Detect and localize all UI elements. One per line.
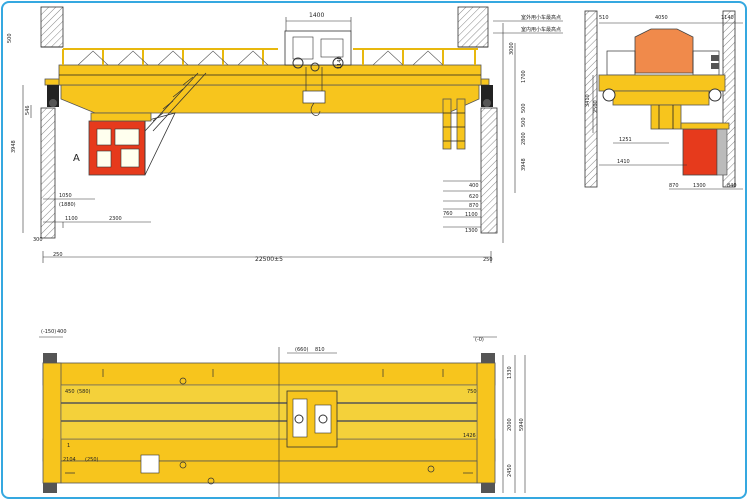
plan-view: (-150) 400 (-0) (660) 810 450 (580) 750 … <box>39 329 526 497</box>
hook-block <box>302 67 326 116</box>
dim-1880: (1880) <box>59 202 76 208</box>
girder-diaphragms <box>77 50 444 66</box>
right-wall-column <box>480 107 498 234</box>
plan-top-girder <box>42 362 496 386</box>
plan-wheel-tr <box>481 353 495 363</box>
side-dimension-lines <box>592 22 743 190</box>
plan-dim-450: 450 <box>65 389 75 395</box>
plan-bottom-girder <box>42 438 496 462</box>
left-wall-top <box>40 6 64 48</box>
dim-right-1700: 1700 <box>521 70 527 83</box>
dim-right-500b: 500 <box>521 117 527 127</box>
section-a-label: A <box>73 153 80 164</box>
dim-right-1100: 1100 <box>465 212 478 218</box>
span-label: 22500±5 <box>255 256 283 263</box>
plan-wheel-tl <box>43 353 57 363</box>
dim-right-2800: 2800 <box>521 132 527 145</box>
side-dim-1410: 1410 <box>617 159 630 165</box>
plan-dim-400: 400 <box>57 329 67 335</box>
dim-300: 300 <box>33 237 43 243</box>
right-wall-top <box>457 6 489 48</box>
left-wall-column <box>40 107 56 239</box>
side-cabin <box>682 128 718 176</box>
walkway-railing <box>62 48 478 65</box>
side-dim-3410: 3410 <box>585 94 591 107</box>
plan-walkway <box>60 460 478 484</box>
plan-dim-neg150: (-150) <box>41 329 56 335</box>
plan-dim-5940: 5940 <box>519 418 525 431</box>
plan-dim-580: (580) <box>77 389 90 395</box>
plan-symbols <box>65 369 473 485</box>
side-dim-1140: 1140 <box>721 15 734 21</box>
dim-right-870: 870 <box>469 203 479 209</box>
dim-right-500: 500 <box>521 103 527 113</box>
plan-cabin <box>140 454 160 474</box>
right-wheel <box>483 99 491 107</box>
right-ladder <box>442 98 466 150</box>
dim-right-760: 760 <box>443 211 453 217</box>
dim-right-620: 620 <box>469 194 479 200</box>
dim-right-3000: 3000 <box>509 42 515 55</box>
dim-left-height: 3948 <box>11 140 17 153</box>
dim-1050: 1050 <box>59 193 72 199</box>
plan-wheel-br <box>481 483 495 493</box>
dim-right-250: 250 <box>483 257 493 263</box>
drawing-canvas: 1400 室外用小车最高点 室内用小车最高点 500 546 3948 A 10… <box>7 6 743 497</box>
cabin-ladder <box>144 72 207 132</box>
plan-dim-750: 750 <box>467 389 477 395</box>
note-indoor-label: 室内用小车最高点 <box>521 26 561 33</box>
side-dim-870: 870 <box>669 183 679 189</box>
side-dim-840: 840 <box>727 183 737 189</box>
bridge-girder <box>60 84 480 114</box>
plan-dim-810: 810 <box>315 347 325 353</box>
plan-dim-1426: 1426 <box>463 433 476 439</box>
dim-left-top: 500 <box>7 33 13 43</box>
dim-right-1140: 1140 <box>337 56 343 69</box>
left-wheel <box>49 99 57 107</box>
side-girder-lower <box>612 90 710 106</box>
side-trolley-housing <box>634 28 694 74</box>
plan-wheel-bl <box>43 483 57 493</box>
dim-right-400: 400 <box>469 183 479 189</box>
cabin-hanger <box>90 112 152 122</box>
note-outdoor-label: 室外用小车最高点 <box>521 14 561 21</box>
side-view: 510 4050 1140 3410 2500 1251 1410 870 13… <box>584 10 743 190</box>
plan-dimension-lines <box>39 336 526 497</box>
side-girder <box>598 74 726 92</box>
plan-dim-2000: 2000 <box>507 418 513 431</box>
plan-dim-neg0: (-0) <box>475 337 484 343</box>
trolley-width-label: 1400 <box>309 12 324 19</box>
trolley <box>284 30 352 72</box>
dim-2300: 2300 <box>109 216 122 222</box>
dim-right-1300: 1300 <box>465 228 478 234</box>
side-dim-1251: 1251 <box>619 137 632 143</box>
plan-dim-1330: 1330 <box>507 366 513 379</box>
dim-left-mid: 546 <box>25 105 31 115</box>
dim-right-3948: 3948 <box>521 158 527 171</box>
front-view: 1400 室外用小车最高点 室内用小车最高点 500 546 3948 A 10… <box>7 6 563 263</box>
side-dim-4050: 4050 <box>655 15 668 21</box>
plan-right-end-truck <box>476 362 496 484</box>
dim-1100: 1100 <box>65 216 78 222</box>
plan-deck <box>60 384 478 440</box>
plan-dim-2104: 2104 <box>63 457 76 463</box>
plan-dim-660: (660) <box>295 347 308 353</box>
side-left-wall <box>584 10 598 188</box>
plan-dim-1: 1 <box>67 443 70 449</box>
plan-dim-250: (250) <box>85 457 98 463</box>
side-dim-510: 510 <box>599 15 609 21</box>
side-dim-1300: 1300 <box>693 183 706 189</box>
dim-250: 250 <box>53 252 63 258</box>
operator-cabin <box>88 112 176 176</box>
front-dimension-lines <box>22 17 563 263</box>
plan-dim-2450: 2450 <box>507 464 513 477</box>
side-hanger <box>650 104 682 130</box>
side-dim-2500: 2500 <box>593 100 599 113</box>
plan-left-end-truck <box>42 362 62 484</box>
